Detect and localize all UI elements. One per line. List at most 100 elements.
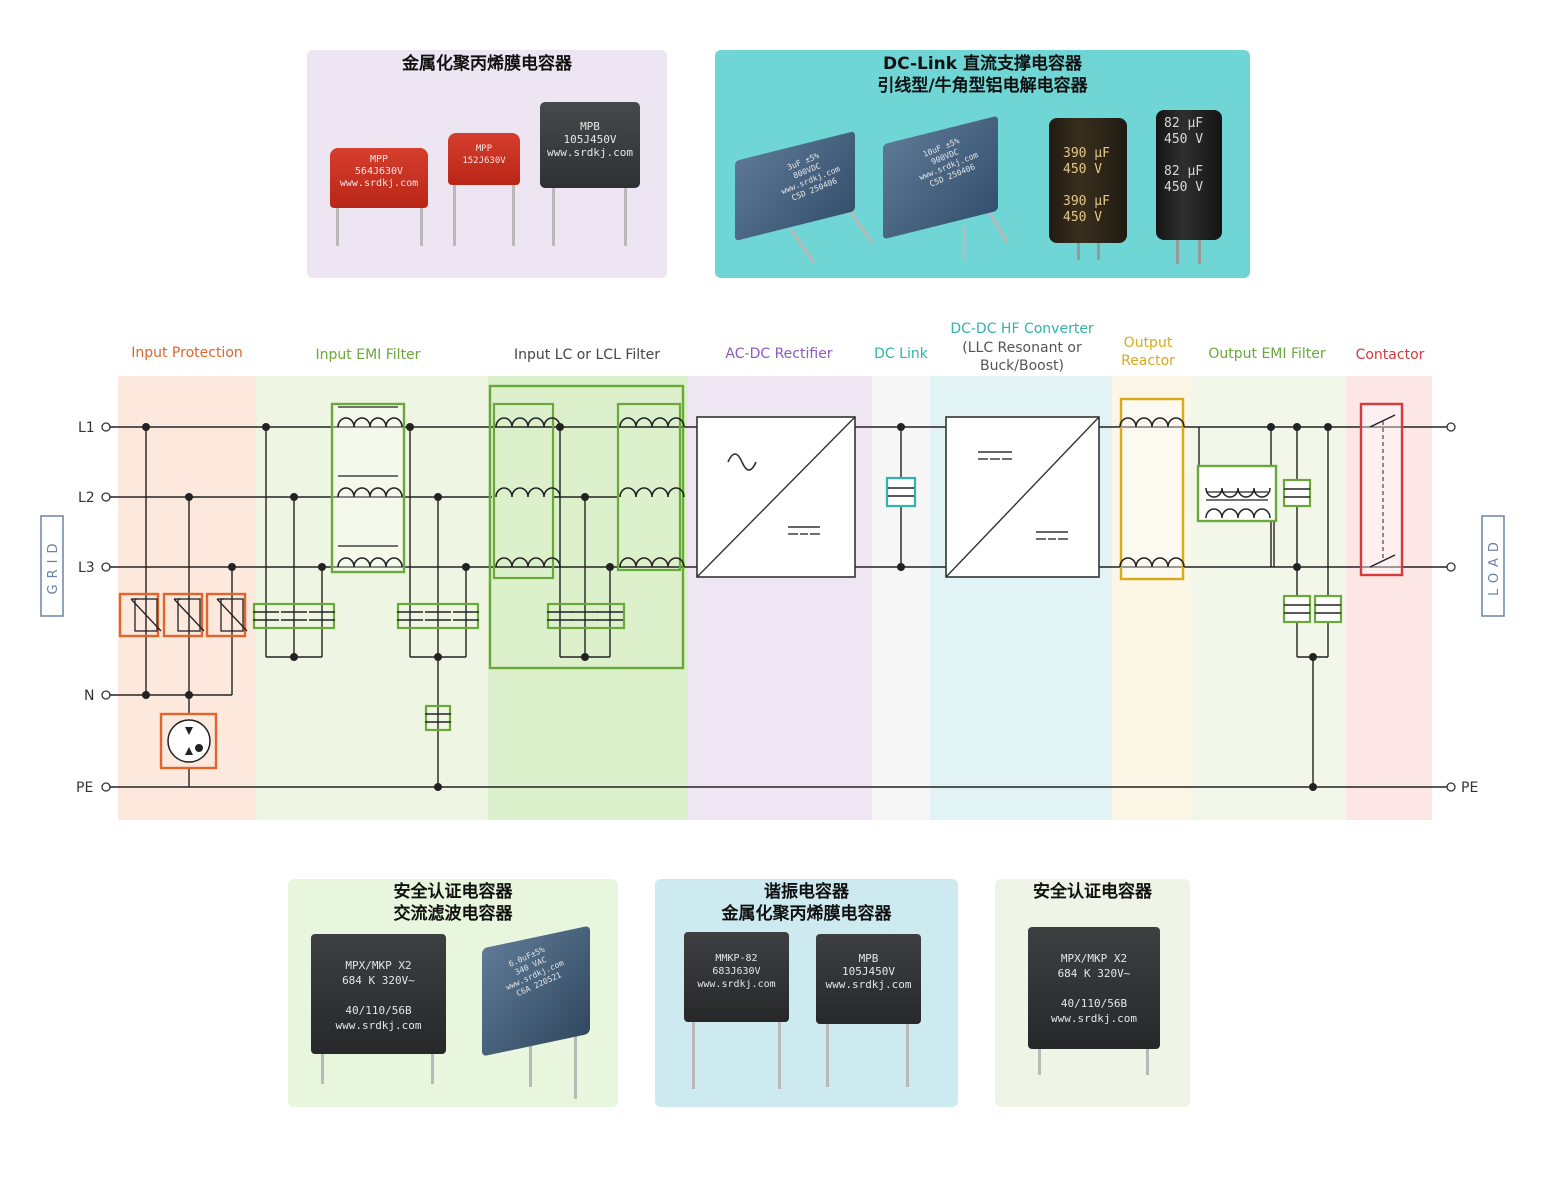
terminal-pe-left xyxy=(101,782,111,792)
panel-title-line-1: DC-Link 直流支撑电容器 xyxy=(882,54,1083,74)
panel-title-line-1: 安全认证电容器 xyxy=(393,882,513,902)
contactor-switch xyxy=(1359,402,1404,577)
capacitor-line: 684 K 320V~ xyxy=(342,974,415,987)
section-input-lc: Input LC or LCL Filter xyxy=(514,347,660,363)
panel-film-capacitors: 金属化聚丙烯膜电容器 MPP 564J630V www.srdkj.com MP… xyxy=(307,50,667,278)
capacitor-line: 450 V xyxy=(1063,162,1103,177)
capacitor-code: 105J450V xyxy=(563,133,617,146)
capacitor-line: 40/110/56B xyxy=(1060,997,1128,1010)
output-emi-choke xyxy=(1196,464,1278,523)
varistor-group xyxy=(118,592,248,638)
terminal-l2 xyxy=(101,492,111,502)
terminal-out-1 xyxy=(1446,422,1456,432)
capacitor-brand: MPB xyxy=(858,952,879,965)
capacitor-x2-684k-b: MPX/MKP X2 684 K 320V~ 40/110/56B www.sr… xyxy=(1028,927,1160,1077)
panel-title: 安全认证电容器 xyxy=(1033,882,1152,902)
panel-title: 金属化聚丙烯膜电容器 xyxy=(402,54,572,74)
section-input-emi: Input EMI Filter xyxy=(316,347,421,363)
capacitor-mpp-152: MPP 152J630V xyxy=(448,133,520,248)
emi-capacitor-bank-1 xyxy=(252,602,336,630)
section-output-emi: Output EMI Filter xyxy=(1208,346,1326,362)
output-emi-y-capacitors xyxy=(1282,594,1343,624)
capacitor-line: www.srdkj.com xyxy=(1050,1012,1138,1025)
terminal-l1 xyxy=(101,422,111,432)
lc-filter-block xyxy=(488,384,685,670)
capacitor-line: 684 K 320V~ xyxy=(1057,967,1131,980)
capacitor-line: 40/110/56B xyxy=(345,1004,412,1017)
capacitor-mpp-564: MPP 564J630V www.srdkj.com xyxy=(330,148,428,248)
panel-dc-link-capacitors: DC-Link 直流支撑电容器 引线型/牛角型铝电解电容器 3uF ±5% 80… xyxy=(715,50,1250,278)
section-output-reactor-1: Output xyxy=(1124,335,1173,351)
panel-title-line-2: 引线型/牛角型铝电解电容器 xyxy=(877,76,1088,96)
junction-dots xyxy=(142,423,1332,791)
panel-title-line-2: 交流滤波电容器 xyxy=(393,904,513,924)
capacitor-web: www.srdkj.com xyxy=(339,178,419,189)
capacitor-line: www.srdkj.com xyxy=(335,1019,422,1032)
capacitor-line: www.srdkj.com xyxy=(697,979,776,990)
section-dcdc-3: Buck/Boost) xyxy=(980,358,1064,374)
terminal-out-2 xyxy=(1446,562,1456,572)
capacitor-mpb-105-b: MPB 105J450V www.srdkj.com xyxy=(816,934,921,1089)
line-label-l3: L3 xyxy=(78,560,95,576)
capacitor-ac-filter-box: 6.0uF±5% 340 VAC www.srdkj.com C6A 22052… xyxy=(474,919,604,1099)
power-conversion-block-diagram: Input Protection Input EMI Filter Input … xyxy=(40,321,1505,820)
terminal-l3 xyxy=(101,562,111,572)
panel-title-line-1: 谐振电容器 xyxy=(764,882,849,902)
capacitor-line: 82 μF xyxy=(1164,116,1204,131)
panel-safety-ac-filter-capacitors: 安全认证电容器 交流滤波电容器 MPX/MKP X2 684 K 320V~ 4… xyxy=(288,879,618,1107)
capacitor-electrolytic-82uf: 82 μF 450 V 82 μF 450 V xyxy=(1156,110,1224,265)
capacitor-x2-684k: MPX/MKP X2 684 K 320V~ 40/110/56B www.sr… xyxy=(311,934,446,1084)
capacitor-brand: MPP xyxy=(369,154,389,165)
capacitor-dc-link-box-2: 10uF ±5% 900VDC www.srdkj.com C5D 250406 xyxy=(877,110,1027,260)
capacitor-line: 390 μF xyxy=(1063,194,1110,209)
gas-discharge-tube xyxy=(159,712,218,770)
dcdc-converter-block xyxy=(945,416,1100,578)
capacitor-web: www.srdkj.com xyxy=(825,978,912,991)
capacitor-line: 450 V xyxy=(1164,180,1204,195)
capacitor-line: 82 μF xyxy=(1164,164,1204,179)
section-dcdc-1: DC-DC HF Converter xyxy=(950,321,1094,337)
grid-label: GRID xyxy=(46,538,61,595)
emi-y-capacitor xyxy=(424,704,452,732)
load-label: LOAD xyxy=(1487,536,1502,596)
capacitor-line: MMKP-82 xyxy=(715,953,758,964)
capacitor-line: 450 V xyxy=(1164,132,1204,147)
emi-choke xyxy=(330,402,406,574)
terminal-pe-right xyxy=(1446,782,1456,792)
capacitor-brand: MPP xyxy=(475,144,493,154)
capacitor-code: 564J630V xyxy=(354,166,404,177)
line-label-l1: L1 xyxy=(78,420,95,436)
terminal-n xyxy=(101,690,111,700)
output-reactor xyxy=(1119,397,1185,581)
output-emi-x-capacitor xyxy=(1282,478,1312,508)
line-label-l2: L2 xyxy=(78,490,95,506)
capacitor-line: 390 μF xyxy=(1063,146,1110,161)
grid-box xyxy=(40,515,64,617)
acdc-rectifier-block xyxy=(696,416,856,578)
zone-reactor xyxy=(1112,376,1190,820)
section-input-protection: Input Protection xyxy=(131,345,243,361)
capacitor-electrolytic-390uf: 390 μF 450 V 390 μF 450 V xyxy=(1049,118,1129,263)
dc-link-capacitor xyxy=(885,476,917,508)
section-contactor: Contactor xyxy=(1356,347,1425,363)
line-label-pe-left: PE xyxy=(76,780,93,796)
capacitor-line: MPX/MKP X2 xyxy=(345,959,412,972)
capacitor-mmkp-82: MMKP-82 683J630V www.srdkj.com xyxy=(684,932,789,1092)
capacitor-web: www.srdkj.com xyxy=(546,146,634,159)
section-acdc: AC-DC Rectifier xyxy=(725,346,832,362)
capacitor-line: 683J630V xyxy=(712,966,761,977)
capacitor-mpb-105: MPB 105J450V www.srdkj.com xyxy=(540,102,640,248)
section-output-reactor-2: Reactor xyxy=(1121,353,1175,369)
capacitor-brand: MPB xyxy=(580,120,600,133)
panel-title-line-2: 金属化聚丙烯膜电容器 xyxy=(721,904,892,924)
line-label-pe-right: PE xyxy=(1461,780,1478,796)
capacitor-dc-link-box-1: 3uF ±5% 800VDC www.srdkj.com C5D 250406 xyxy=(729,116,889,266)
capacitor-line: 450 V xyxy=(1063,210,1103,225)
load-box xyxy=(1481,515,1505,617)
section-dclink: DC Link xyxy=(874,346,929,362)
capacitor-code: 105J450V xyxy=(842,965,895,978)
panel-resonant-capacitors: 谐振电容器 金属化聚丙烯膜电容器 MMKP-82 683J630V www.sr… xyxy=(655,879,958,1107)
capacitor-code: 152J630V xyxy=(462,156,506,166)
capacitor-line: MPX/MKP X2 xyxy=(1060,952,1128,965)
section-dcdc-2: (LLC Resonant or xyxy=(962,340,1082,356)
